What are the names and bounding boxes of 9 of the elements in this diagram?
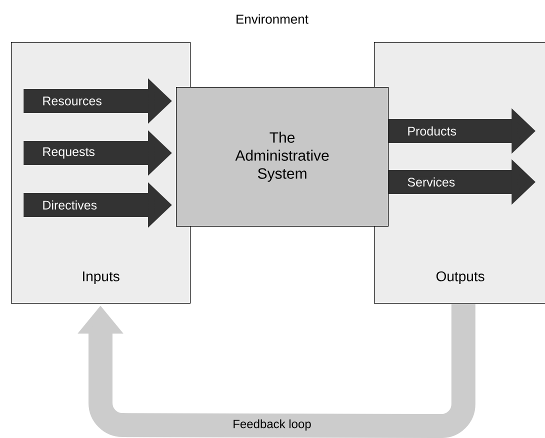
edge-label: Services — [406, 176, 456, 188]
title-text: Environment — [236, 14, 308, 24]
edge-label: Resources — [41, 96, 103, 106]
edge-label: Products — [406, 125, 458, 137]
feedback-arrow — [78, 304, 476, 438]
edge-label: Requests — [41, 146, 96, 160]
edge-label: Feedback loop — [232, 418, 312, 432]
system-box: The Administrative System — [176, 87, 389, 227]
edge-label: Directives — [41, 199, 98, 211]
